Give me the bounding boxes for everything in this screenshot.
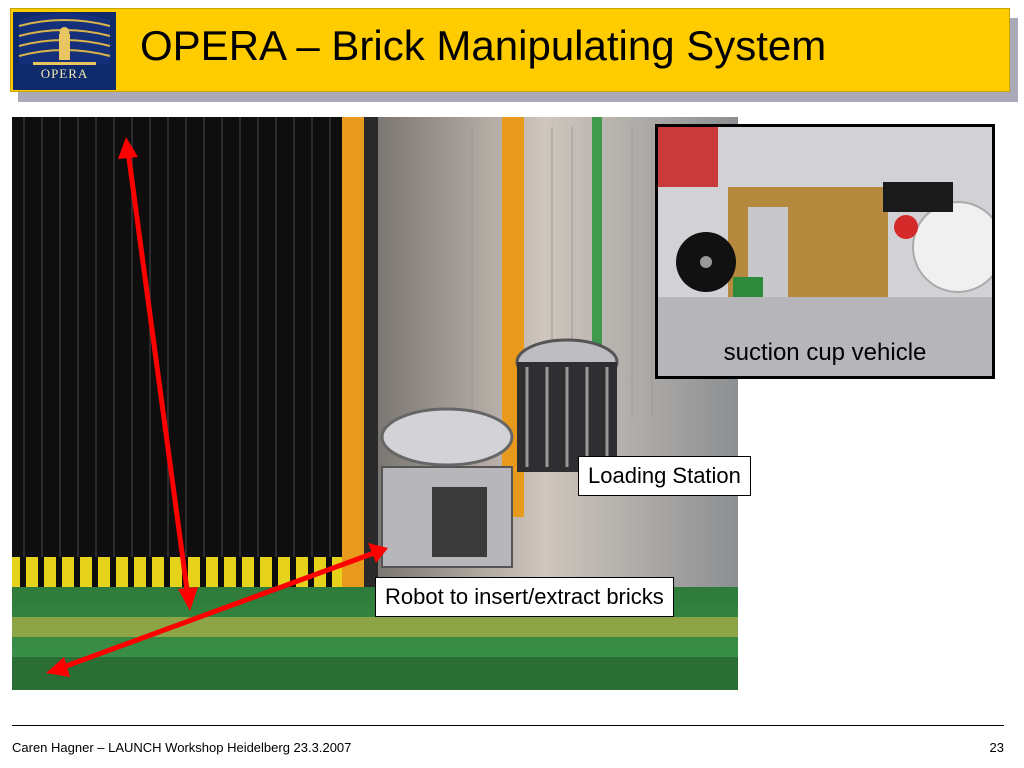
title-banner [10,8,1010,92]
horizontal-double-arrow [46,543,388,677]
footer-divider [12,725,1004,726]
opera-theatre-icon [13,12,116,90]
footer-author: Caren Hagner – LAUNCH Workshop Heidelber… [12,740,352,755]
logo-text: OPERA [40,66,89,81]
suction-cup-label: suction cup vehicle [723,339,927,366]
robot-label: Robot to insert/extract bricks [375,577,674,617]
opera-logo: OPERA [13,12,116,90]
slide-title: OPERA – Brick Manipulating System [140,22,827,69]
suction-cup-vehicle-illustration [658,127,992,376]
loading-station-label: Loading Station [578,456,751,496]
vertical-double-arrow [118,137,198,611]
motion-arrows [46,137,388,677]
slide-number: 23 [989,740,1004,755]
suction-cup-inset: suction cup vehicle [655,124,995,379]
